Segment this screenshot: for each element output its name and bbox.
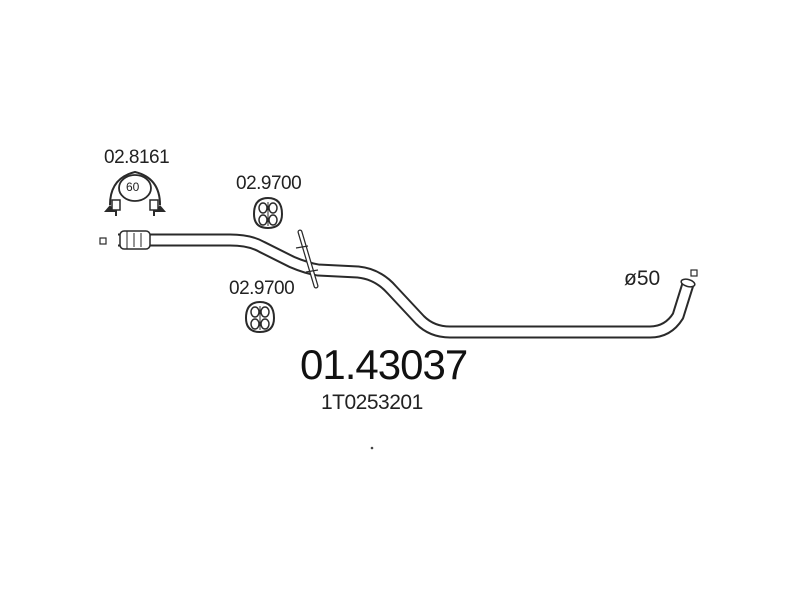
clamp-icon bbox=[104, 170, 166, 216]
exhaust-pipe bbox=[118, 233, 695, 339]
rubber-hanger-icon bbox=[244, 300, 276, 334]
clamp-size-label: 60 bbox=[126, 180, 140, 194]
hanger-bracket-rod bbox=[295, 229, 319, 289]
hanger-top-part-number: 02.9700 bbox=[236, 173, 302, 194]
stray-dot bbox=[370, 446, 374, 450]
pipe-diameter-label: ø50 bbox=[624, 267, 661, 290]
outlet-connection-marker bbox=[690, 269, 698, 277]
main-part-number: 01.43037 bbox=[300, 341, 468, 388]
clamp-part-number: 02.8161 bbox=[104, 147, 170, 168]
pipe-inlet-end bbox=[119, 230, 151, 250]
oem-part-number: 1T0253201 bbox=[321, 391, 423, 414]
pipe-outlet-end bbox=[680, 278, 696, 288]
hanger-bottom-part-number: 02.9700 bbox=[229, 278, 295, 299]
rubber-hanger-icon bbox=[252, 196, 284, 230]
inlet-connection-marker bbox=[99, 237, 107, 245]
